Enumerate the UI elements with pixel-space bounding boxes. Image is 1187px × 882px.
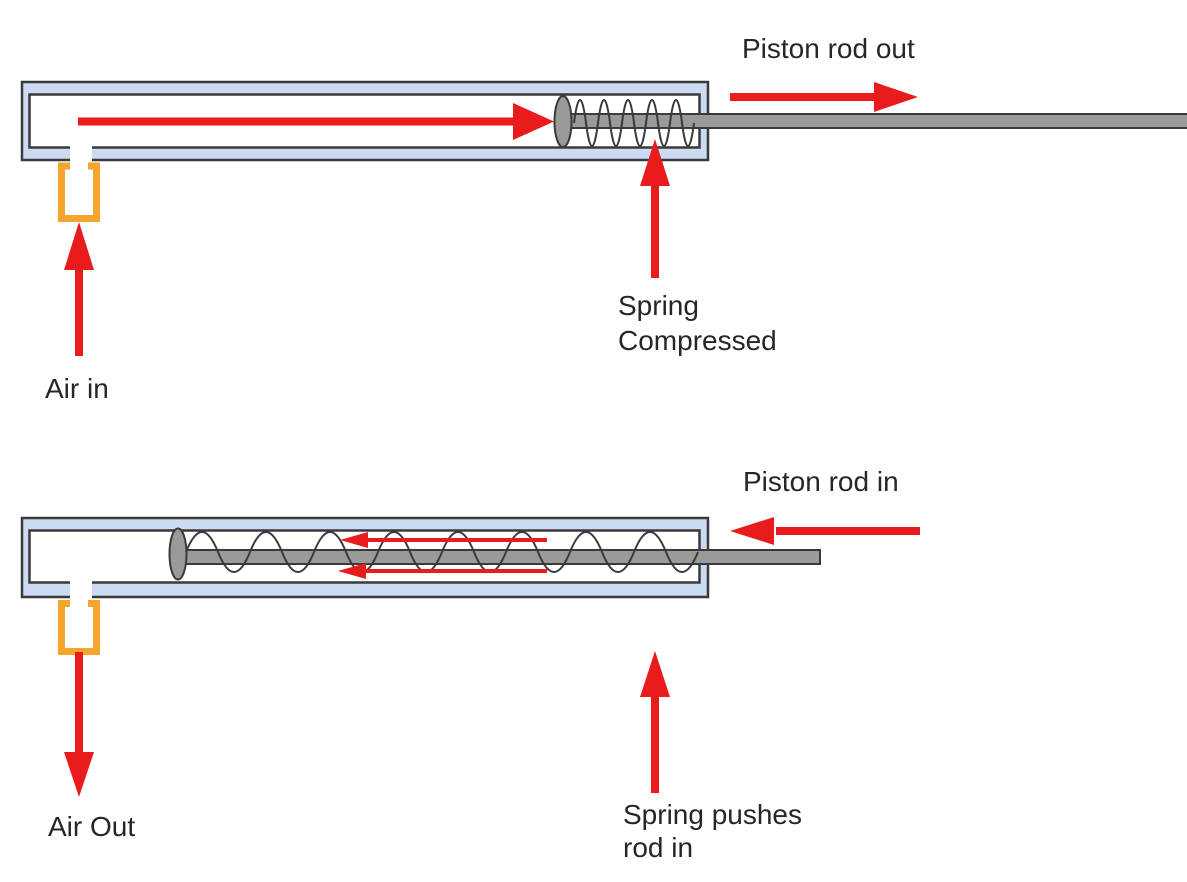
spring-pointer-arrow-icon [640,139,670,186]
air-push-arrow-icon [513,103,554,140]
spring-pushes-label-line1: Spring pushes [623,799,802,830]
state-rod-in-diagram: Piston rod in Air Out Spring pushes rod … [20,466,920,863]
piston-head [168,527,188,581]
air-out-label: Air Out [48,811,135,842]
spring-pointer-arrow-shaft [651,183,659,278]
spring-pushes-pointer-arrow-shaft [651,695,659,793]
rod-out-arrow-shaft [730,93,876,101]
air-port-fitting [58,600,100,655]
spring-compressed-label-line1: Spring [618,290,699,321]
air-port-fitting [58,162,100,222]
spring-push-arrow-top-shaft [366,538,547,542]
spring-compressed-label-line2: Compressed [618,325,777,356]
air-in-arrow-icon [64,222,94,270]
piston-head [553,95,573,148]
air-out-arrow-shaft [75,652,83,754]
air-port-opening [70,578,92,599]
spring-compressed-coil [573,99,695,147]
spring-push-arrow-top-icon [340,532,368,548]
rod-in-arrow-icon [730,517,774,545]
spring-pushes-pointer-arrow-icon [640,651,670,697]
air-in-arrow-shaft [75,266,83,356]
spring-pushes-label-line2: rod in [623,832,693,863]
rod-out-label: Piston rod out [742,33,915,64]
rod-in-label: Piston rod in [743,466,899,497]
air-out-arrow-icon [64,752,94,797]
air-in-label: Air in [45,373,109,404]
spring-push-arrow-bottom-icon [338,563,366,579]
spring-extended-coil [185,531,699,573]
air-port-opening [70,143,92,164]
rod-out-arrow-icon [874,82,918,112]
rod-in-arrow-shaft [776,527,920,535]
spring-push-arrow-bottom-shaft [364,569,547,573]
air-push-arrow-shaft [78,117,515,126]
state-rod-out-diagram: Piston rod out Spring Compressed Air in [20,33,1187,404]
